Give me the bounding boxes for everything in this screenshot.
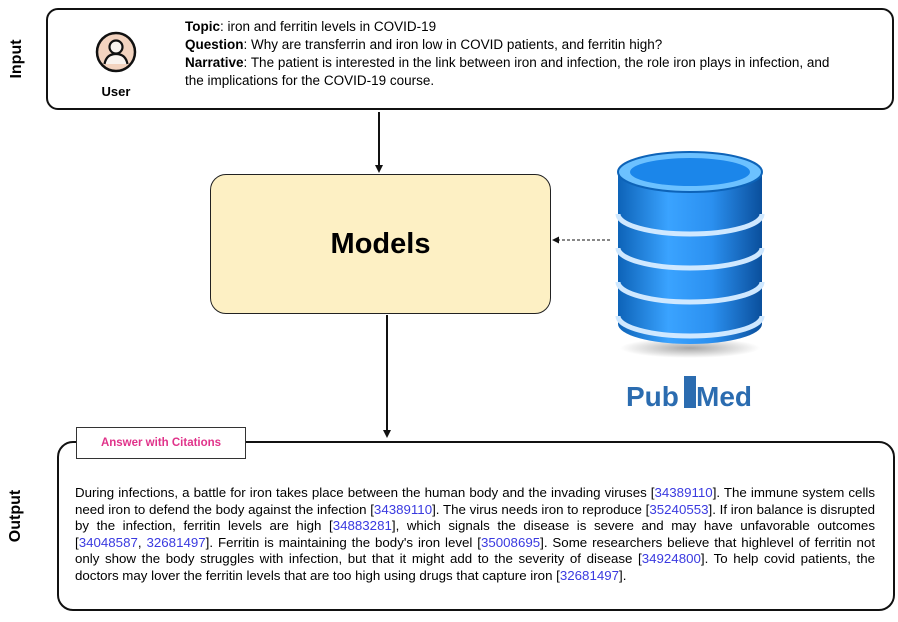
answer-segment: , bbox=[137, 534, 147, 550]
pubmed-logo-med: Med bbox=[696, 381, 752, 412]
topic-label: Topic bbox=[185, 19, 220, 34]
narrative-label: Narrative bbox=[185, 55, 244, 70]
user-card: User bbox=[85, 20, 147, 100]
question-row: Question: Why are transferrin and iron l… bbox=[185, 37, 663, 52]
citation-link: 32681497 bbox=[559, 567, 620, 583]
citation-link: 34389110 bbox=[373, 501, 433, 517]
answer-segment: ]. Ferritin is maintaining the body's ir… bbox=[205, 534, 481, 550]
pubmed-logo-bookmark-icon bbox=[684, 376, 696, 408]
user-avatar-icon bbox=[95, 31, 137, 73]
topic-row: Topic: iron and ferritin levels in COVID… bbox=[185, 19, 437, 34]
output-box bbox=[57, 441, 895, 611]
answer-segment: ]. The immune system cells need iron to … bbox=[75, 485, 876, 517]
citation-link: 32681497 bbox=[146, 534, 206, 550]
narrative-row: Narrative: The patient is interested in … bbox=[185, 55, 830, 88]
topic-value: iron and ferritin levels in COVID-19 bbox=[227, 19, 437, 34]
citation-link: 34924800 bbox=[641, 551, 701, 566]
citation-link: 34389110 bbox=[654, 485, 713, 500]
pubmed-logo-pub: Pub bbox=[626, 381, 679, 412]
pubmed-logo: Pub Med bbox=[626, 376, 752, 412]
answer-segment: ]. Some researchers believe that highlev… bbox=[75, 534, 876, 567]
answer-text: During infections, a battle for iron tak… bbox=[75, 485, 875, 584]
answer-segment: ]. To help covid patients, the doctors m… bbox=[75, 551, 875, 583]
question-label: Question bbox=[185, 37, 244, 52]
answer-segment: ]. bbox=[619, 567, 627, 583]
answer-segment: ]. The virus needs iron to reproduce [ bbox=[432, 501, 650, 517]
models-label: Models bbox=[330, 227, 431, 260]
answer-segment: ], which signals the disease is severe a… bbox=[75, 518, 875, 550]
models-box: Models bbox=[210, 174, 551, 314]
user-label: User bbox=[101, 84, 131, 99]
citation-link: 34883281 bbox=[332, 518, 392, 533]
citation-link: 34048587 bbox=[78, 534, 138, 550]
citation-link: 35240553 bbox=[649, 501, 709, 517]
narrative-value: The patient is interested in the link be… bbox=[185, 55, 830, 88]
input-box: User Topic: iron and ferritin levels in … bbox=[46, 8, 894, 110]
answer-tag-label: Answer with Citations bbox=[100, 437, 222, 449]
database-icon bbox=[615, 151, 765, 358]
query-text: Topic: iron and ferritin levels in COVID… bbox=[185, 18, 845, 90]
citation-link: 35008695 bbox=[480, 534, 541, 550]
answer-segment: ]. If iron balance is disrupted by the i… bbox=[75, 501, 875, 534]
answer-segment: During infections, a battle for iron tak… bbox=[75, 485, 655, 500]
question-value: Why are transferrin and iron low in COVI… bbox=[251, 37, 663, 52]
answer-tag: Answer with Citations bbox=[76, 427, 246, 459]
